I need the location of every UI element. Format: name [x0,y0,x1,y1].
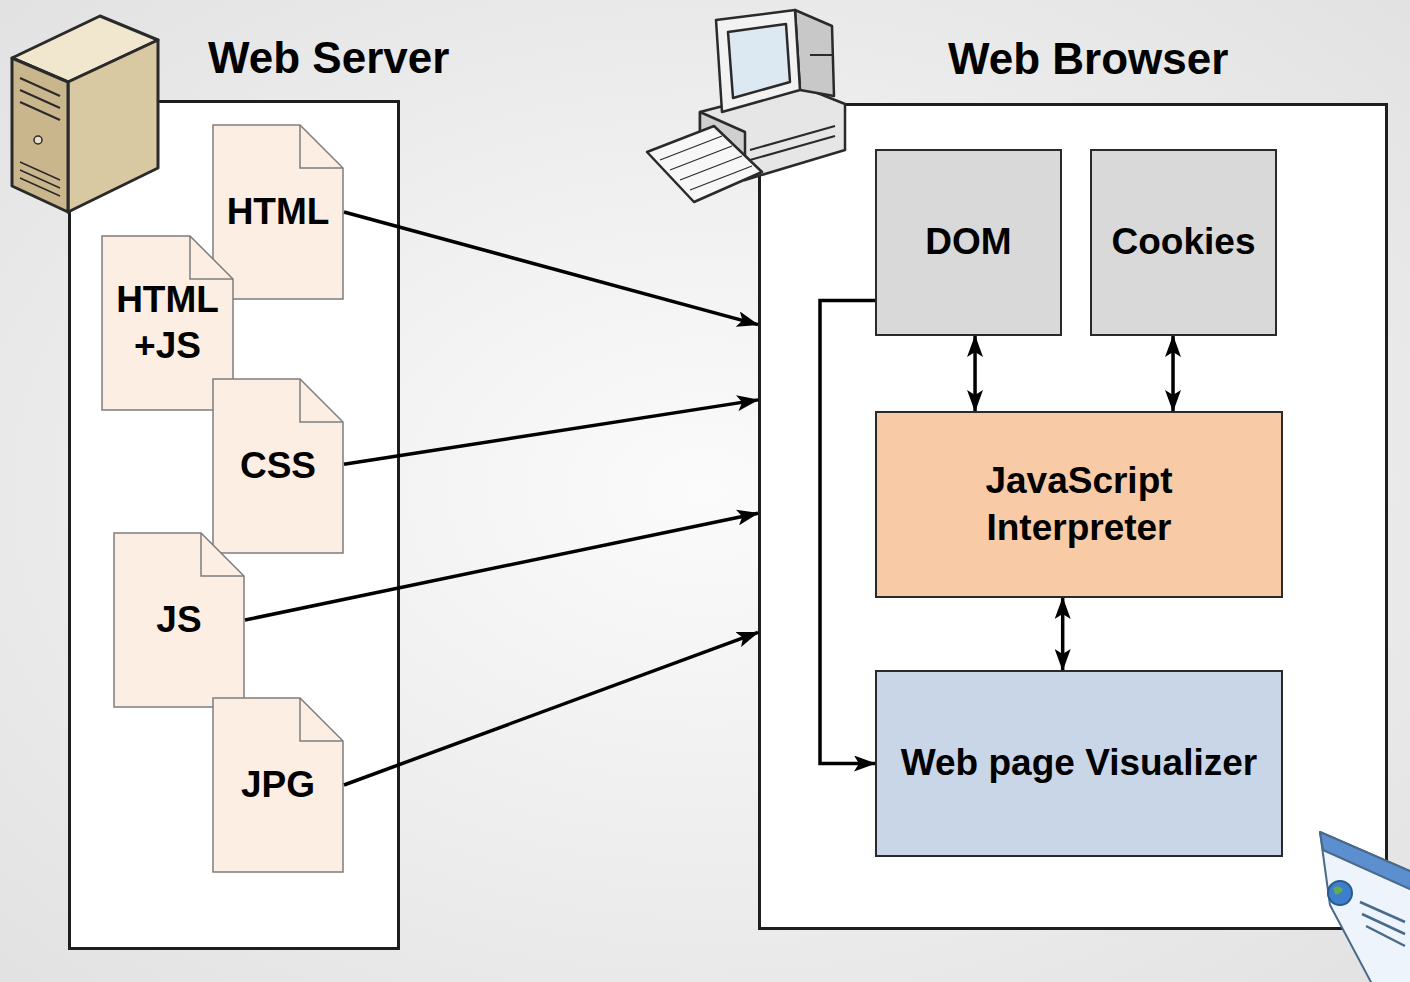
component-box: DOM [875,149,1062,336]
system-panel: HTMLHTML +JSCSSJSJPGWeb Server [68,100,400,950]
node-label: DOM [925,219,1011,265]
document-fold [300,379,343,422]
connector-arrow [344,632,758,785]
file-document: HTML [212,124,344,300]
node-label: JPG [241,762,315,808]
file-document: JPG [212,697,344,873]
node-label: JavaScript Interpreter [929,458,1229,551]
connector-arrow [1171,336,1175,411]
node-label: JS [156,597,201,643]
component-box: Web page Visualizer [875,670,1283,857]
component-box: Cookies [1090,149,1277,336]
component-box: JavaScript Interpreter [875,411,1283,598]
system-panel: DOM CookiesJavaScript InterpreterWeb page… [758,103,1388,930]
node-label: Web page Visualizer [901,740,1257,786]
document-fold [300,125,343,168]
document-fold [201,533,244,576]
panel-title: Web Browser [948,34,1228,85]
node-label: HTML [227,189,330,235]
connector-arrow [973,336,977,411]
node-label: CSS [240,443,316,489]
file-document: JS [113,532,245,708]
connector-arrow [1061,598,1065,670]
connector-arrow [344,212,758,325]
panel-title: Web Server [208,33,449,84]
document-fold [300,698,343,741]
document-outline [213,698,343,872]
document-outline [213,125,343,299]
node-label: Cookies [1112,219,1256,265]
document-outline [213,379,343,553]
document-fold [190,236,233,279]
connector-arrow [344,400,758,464]
document-outline [114,533,244,707]
file-document: CSS [212,378,344,554]
node-label: HTML +JS [113,277,222,370]
